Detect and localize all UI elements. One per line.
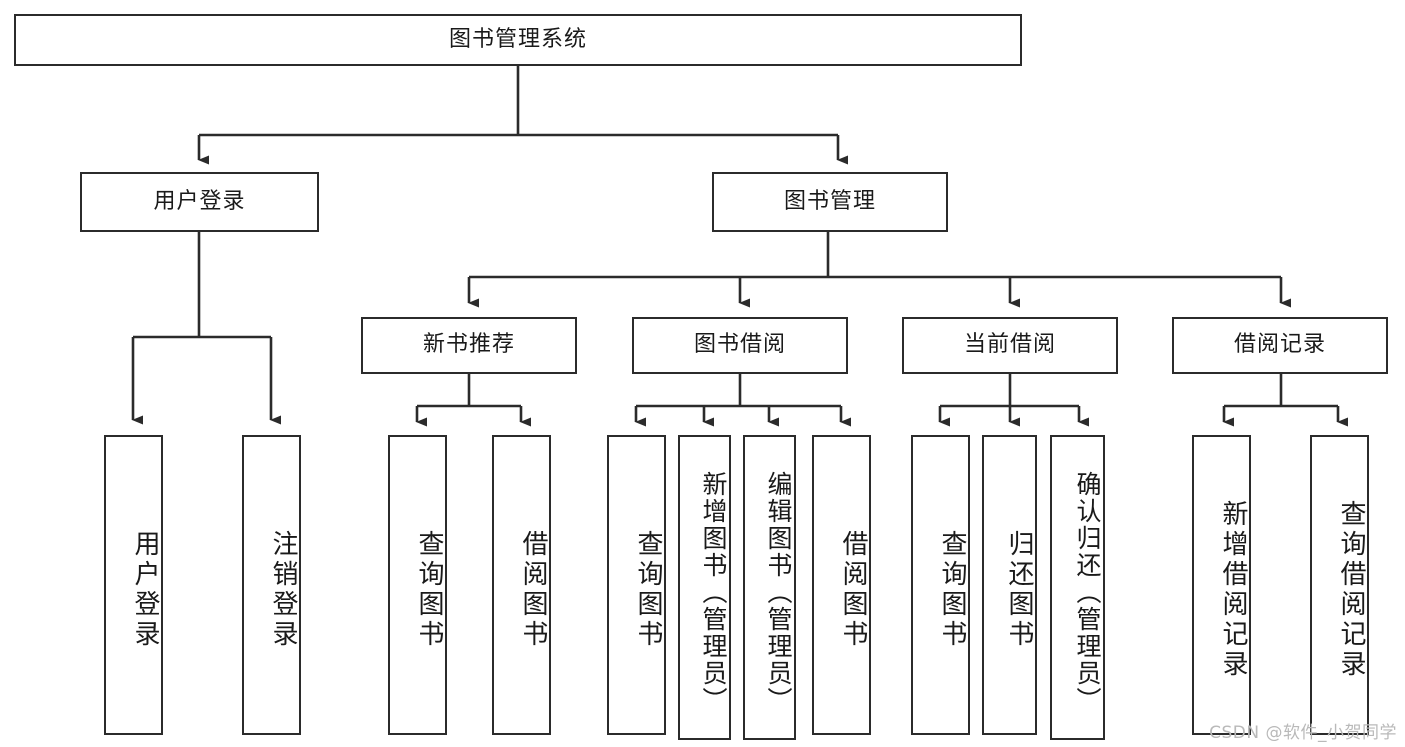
node-leaf-edit-book[interactable]: 编辑图书（管理员） [743, 435, 796, 740]
node-label: 图书管理系统 [448, 26, 587, 52]
node-label: 查询图书 [633, 530, 663, 650]
node-label: 查询图书 [414, 530, 444, 650]
node-label: 编辑图书（管理员） [764, 471, 793, 714]
node-user-login[interactable]: 用户登录 [80, 172, 319, 232]
node-root-system[interactable]: 图书管理系统 [14, 14, 1022, 66]
node-label: 查询图书 [937, 530, 967, 650]
node-label: 用户登录 [130, 530, 160, 650]
node-label: 确认归还（管理员） [1073, 471, 1102, 714]
node-new-book-recommend[interactable]: 新书推荐 [361, 317, 577, 374]
node-label: 借阅记录 [1233, 332, 1326, 358]
csdn-watermark: CSDN @软件_小贺同学 [1209, 723, 1397, 743]
node-leaf-borrow-book-2[interactable]: 借阅图书 [812, 435, 871, 735]
node-book-borrow[interactable]: 图书借阅 [632, 317, 848, 374]
node-leaf-borrow-book-1[interactable]: 借阅图书 [492, 435, 551, 735]
node-leaf-query-book-1[interactable]: 查询图书 [388, 435, 447, 735]
node-label: 查询借阅记录 [1336, 500, 1366, 680]
node-label: 当前借阅 [963, 332, 1056, 358]
node-current-borrow[interactable]: 当前借阅 [902, 317, 1118, 374]
node-label: 新增图书（管理员） [699, 471, 728, 714]
node-label: 图书管理 [783, 188, 876, 214]
node-label: 借阅图书 [838, 530, 868, 650]
node-label: 新书推荐 [422, 332, 515, 358]
node-leaf-return-book[interactable]: 归还图书 [982, 435, 1037, 735]
node-label: 用户登录 [153, 188, 246, 214]
node-leaf-user-login[interactable]: 用户登录 [104, 435, 163, 735]
node-leaf-add-record[interactable]: 新增借阅记录 [1192, 435, 1251, 735]
node-label: 注销登录 [268, 530, 298, 650]
node-leaf-confirm-return[interactable]: 确认归还（管理员） [1050, 435, 1105, 740]
node-leaf-query-book-3[interactable]: 查询图书 [911, 435, 970, 735]
node-label: 归还图书 [1004, 530, 1034, 650]
node-label: 图书借阅 [693, 332, 786, 358]
node-label: 新增借阅记录 [1218, 500, 1248, 680]
node-label: 借阅图书 [518, 530, 548, 650]
node-book-management[interactable]: 图书管理 [712, 172, 948, 232]
node-leaf-user-logout[interactable]: 注销登录 [242, 435, 301, 735]
node-leaf-query-record[interactable]: 查询借阅记录 [1310, 435, 1369, 735]
node-leaf-query-book-2[interactable]: 查询图书 [607, 435, 666, 735]
node-leaf-add-book[interactable]: 新增图书（管理员） [678, 435, 731, 740]
node-borrow-record[interactable]: 借阅记录 [1172, 317, 1388, 374]
